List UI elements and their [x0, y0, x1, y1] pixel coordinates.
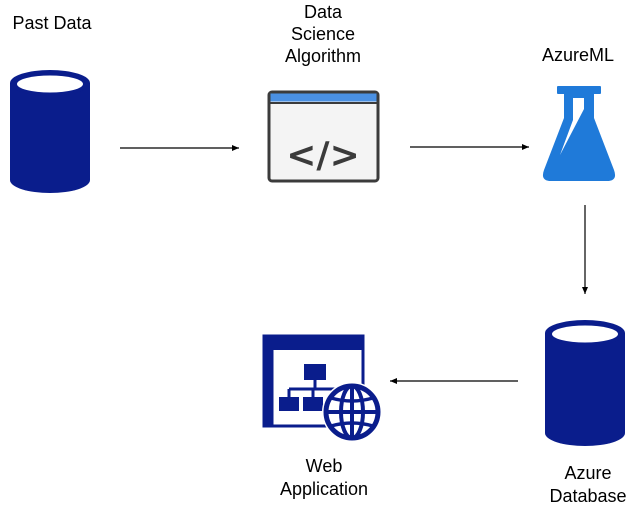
azure-database-label-line-2: Database [549, 486, 626, 506]
code-glyph: </> [286, 135, 359, 176]
database-icon [10, 70, 90, 193]
algorithm-node: Data Science Algorithm </> [267, 2, 380, 183]
code-window-icon: </> [267, 90, 380, 183]
algorithm-label-line-1: Data [304, 2, 343, 22]
globe-icon [322, 382, 382, 442]
azureml-node: AzureML [542, 45, 616, 181]
web-application-icon [262, 334, 382, 442]
web-application-label-line-1: Web [306, 456, 343, 476]
azure-database-node: Azure Database [545, 320, 627, 506]
web-application-label-line-2: Application [280, 479, 368, 499]
sitemap-icon [279, 364, 335, 411]
azureml-label: AzureML [542, 45, 614, 65]
algorithm-label-line-3: Algorithm [285, 46, 361, 66]
flask-icon [542, 86, 616, 181]
algorithm-label-line-2: Science [291, 24, 355, 44]
web-application-node: Web Application [262, 334, 382, 499]
azure-database-label-line-1: Azure [564, 463, 611, 483]
past-data-label: Past Data [12, 13, 92, 33]
database-icon [545, 320, 625, 446]
past-data-node: Past Data [10, 13, 93, 193]
